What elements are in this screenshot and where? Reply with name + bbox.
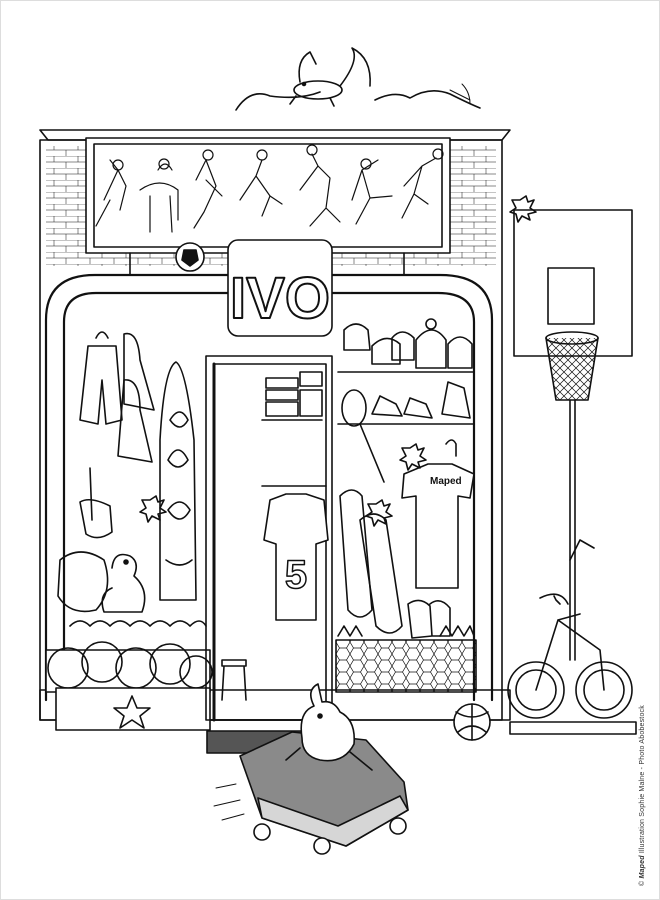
doorway: 5 <box>205 355 333 722</box>
cap-icon <box>343 323 371 351</box>
brand-logo: IVO <box>227 239 333 337</box>
beanie-icon <box>415 329 447 369</box>
skateboard-icon <box>339 489 373 618</box>
tennis-racket-icon <box>341 389 367 427</box>
basketball-icon <box>453 703 491 741</box>
window-right: Maped <box>335 318 477 693</box>
shorts-icon <box>79 345 123 425</box>
rabbit-on-toy-car <box>213 683 409 855</box>
pennant-starburst-icon <box>139 495 167 523</box>
shirt-logo: Maped <box>430 476 462 487</box>
stool-icon <box>221 659 247 701</box>
tshirt-icon <box>401 463 475 589</box>
sneaker-icon <box>371 395 403 417</box>
bicycle-icon <box>507 539 637 735</box>
inflatable-duck-icon <box>101 553 146 613</box>
illustration-credit: © Maped Illustration Sophie Malne - Phot… <box>639 705 646 886</box>
flippers-icon <box>123 332 155 411</box>
boxing-gloves-icon <box>407 599 451 639</box>
beach-ball-icon <box>57 551 109 613</box>
squirrel-icon <box>235 47 481 111</box>
athletes-frieze <box>95 144 444 233</box>
logo-text: IVO <box>230 266 330 331</box>
window-left <box>57 331 207 627</box>
soccer-ball-icon <box>175 242 205 272</box>
pennant-starburst-icon <box>509 195 537 223</box>
wave-decoration <box>69 620 207 627</box>
rabbit-icon <box>300 683 356 762</box>
jersey-number: 5 <box>285 553 307 597</box>
jersey-5-icon <box>263 493 329 621</box>
star-icon <box>113 695 151 729</box>
surfboard-icon <box>159 361 197 601</box>
ball-crate <box>45 641 213 731</box>
pennant-starburst-icon <box>365 499 393 527</box>
snorkel-mask-icon <box>79 467 113 539</box>
basketball-hoop <box>509 195 633 661</box>
